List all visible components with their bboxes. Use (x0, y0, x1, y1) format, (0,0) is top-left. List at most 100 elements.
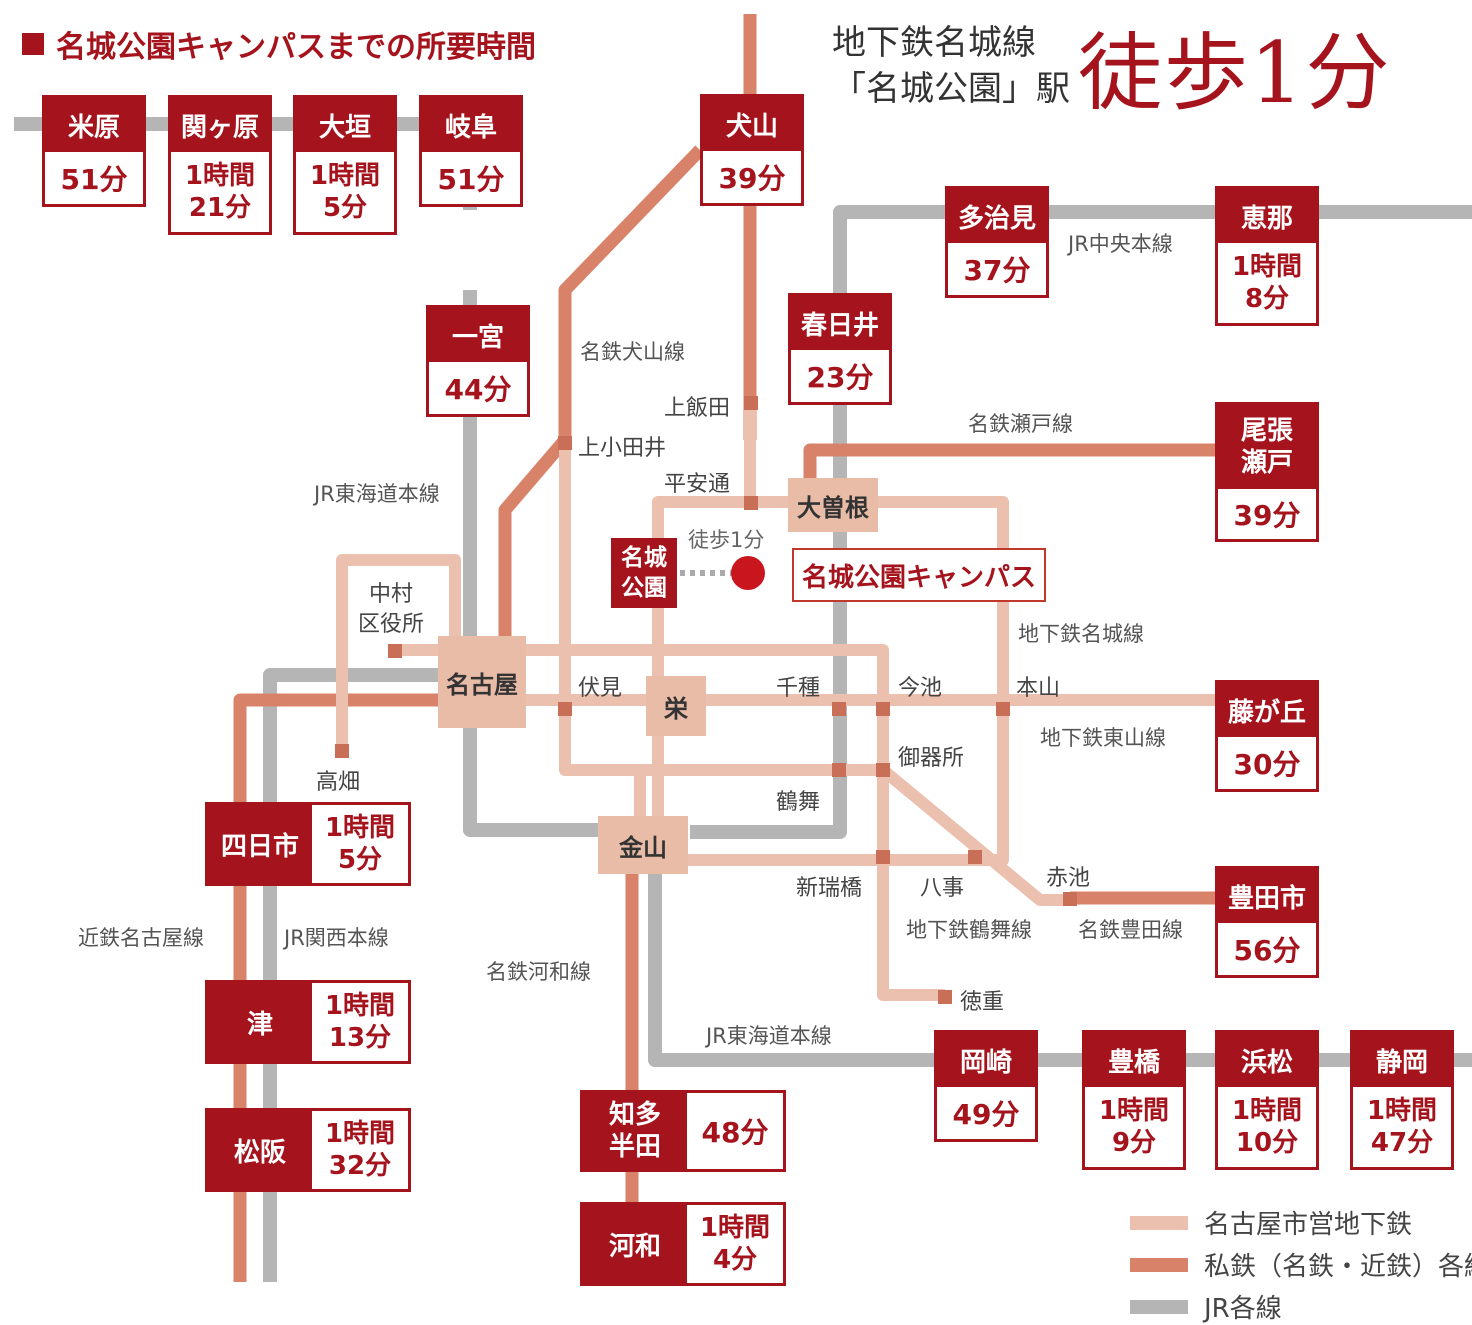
station-time-line-1: 1時間 (1366, 1096, 1438, 1126)
station-time-line-2: 4分 (712, 1245, 758, 1275)
title-square-icon (22, 33, 44, 55)
station-label-yagoto: 八事 (920, 876, 965, 901)
line-label-kintetsu-nagoya: 近鉄名古屋線 (78, 926, 204, 950)
station-name: 大垣 (296, 98, 394, 152)
station-box-fujigaoka: 藤が丘 30分 (1215, 680, 1319, 792)
station-box-maibara: 米原 51分 (42, 95, 146, 207)
station-name: 岐阜 (422, 98, 520, 152)
headline-walk-time: 徒歩1分 (1078, 24, 1392, 122)
station-time-line-2: 32分 (328, 1151, 392, 1181)
station-time-line-1: 1時間 (699, 1213, 771, 1243)
station-name: 豊橋 (1085, 1033, 1183, 1087)
station-time-line-2: 13分 (328, 1023, 392, 1053)
station-box-toyotashi: 豊田市 56分 (1215, 866, 1319, 978)
station-time-line-1: 1時間 (324, 813, 396, 843)
station-label-tsurumai: 鶴舞 (776, 790, 821, 815)
station-time-line-2: 10分 (1235, 1128, 1299, 1158)
station-time: 1時間 9分 (1085, 1087, 1183, 1167)
station-label-kamiiida: 上飯田 (664, 396, 731, 421)
walk-time-label: 徒歩1分 (688, 528, 765, 552)
jr-kansai-line (263, 668, 470, 1282)
station-label-gokiso: 御器所 (898, 746, 965, 771)
station-box-kowa: 河和 1時間 4分 (580, 1202, 786, 1286)
station-label-motoyama: 本山 (1016, 676, 1061, 701)
station-label-akaike: 赤池 (1046, 866, 1091, 891)
station-name: 一宮 (429, 308, 527, 362)
station-label-fushimi: 伏見 (578, 676, 623, 701)
station-name: 豊田市 (1218, 869, 1316, 923)
station-name: 津 (208, 983, 312, 1061)
junction-takabata (335, 744, 349, 758)
legend-label: JR各線 (1204, 1294, 1282, 1324)
station-time-line-1: 1時間 (184, 161, 256, 191)
station-time: 1時間 32分 (312, 1111, 408, 1189)
hub-ozone: 大曽根 (788, 478, 878, 532)
junction-motoyama (996, 702, 1010, 716)
station-label-nakamura-kuyakusho: 中村 区役所 (358, 582, 425, 637)
station-time-line-1: 1時間 (1231, 1096, 1303, 1126)
junction-gokiso (876, 763, 890, 777)
station-label-kamiotai: 上小田井 (578, 436, 667, 461)
station-name: 犬山 (703, 97, 801, 151)
title-text: 名城公園キャンパスまでの所要時間 (56, 30, 536, 65)
station-box-ogaki: 大垣 1時間 5分 (293, 95, 397, 235)
hub-sakae: 栄 (646, 676, 706, 736)
station-time-line-2: 5分 (322, 193, 368, 223)
station-name: 浜松 (1218, 1033, 1316, 1087)
meijo-station-line-1: 名城 (621, 545, 667, 571)
station-box-yokkaichi: 四日市 1時間 5分 (205, 802, 411, 886)
station-time: 48分 (701, 1116, 769, 1149)
station-time: 1時間 4分 (687, 1205, 783, 1283)
station-name: 四日市 (208, 805, 312, 883)
station-time: 30分 (1233, 748, 1301, 781)
line-label-jr-kansai: JR関西本線 (284, 926, 389, 950)
station-time: 49分 (952, 1098, 1020, 1131)
kintetsu-nagoya-line (233, 693, 470, 1282)
station-time: 1時間 10分 (1218, 1087, 1316, 1167)
station-time: 51分 (60, 163, 128, 196)
campus-marker (731, 556, 765, 590)
legend-swatch (1130, 1299, 1188, 1314)
station-time: 1時間 47分 (1353, 1087, 1451, 1167)
station-time: 1時間 13分 (312, 983, 408, 1061)
station-box-ichinomiya: 一宮 44分 (426, 305, 530, 417)
station-name: 松阪 (208, 1111, 312, 1189)
subway-meijo-line (652, 496, 1009, 866)
station-box-okazaki: 岡崎 49分 (934, 1030, 1038, 1142)
map-title: 名城公園キャンパスまでの所要時間 (22, 22, 536, 66)
station-box-shizuoka: 静岡 1時間 47分 (1350, 1030, 1454, 1170)
line-label-subway-higashiyama: 地下鉄東山線 (1040, 726, 1166, 750)
station-name: 河和 (583, 1205, 687, 1283)
line-label-jr-tokaido-south: JR東海道本線 (706, 1024, 832, 1048)
station-box-kasugai: 春日井 23分 (788, 293, 892, 405)
junction-tokushige (938, 990, 952, 1004)
station-time-line-1: 1時間 (1098, 1096, 1170, 1126)
station-name: 尾張 瀬戸 (1218, 405, 1316, 489)
station-label-tokushige: 徳重 (960, 990, 1005, 1015)
station-time-line-2: 8分 (1244, 284, 1290, 314)
station-label-heiando: 平安通 (664, 472, 731, 497)
junction-aratamabashi (876, 850, 890, 864)
station-time: 44分 (444, 373, 512, 406)
station-name: 春日井 (791, 296, 889, 350)
hub-nagoya: 名古屋 (438, 636, 526, 728)
station-name: 知多 半田 (583, 1093, 687, 1169)
junction-akaike (1063, 892, 1077, 906)
headline-line-2: 「名城公園」駅 (832, 69, 1070, 109)
junction-imaike (876, 702, 890, 716)
station-name: 関ヶ原 (171, 98, 269, 152)
station-box-tajimi: 多治見 37分 (945, 186, 1049, 298)
station-name: 恵那 (1218, 189, 1316, 243)
meijo-koen-station: 名城 公園 (611, 538, 677, 608)
station-box-owariseto: 尾張 瀬戸 39分 (1215, 402, 1319, 542)
station-label-chikusa: 千種 (776, 676, 821, 701)
station-name: 岡崎 (937, 1033, 1035, 1087)
legend-label: 名古屋市営地下鉄 (1204, 1210, 1413, 1240)
junction-heiando (744, 496, 758, 510)
line-label-meitetsu-inuyama: 名鉄犬山線 (580, 340, 685, 364)
headline-subtitle: 地下鉄名城線 「名城公園」駅 (832, 20, 1070, 112)
hub-kanayama: 金山 (598, 816, 688, 874)
station-time-line-2: 47分 (1370, 1128, 1434, 1158)
station-box-inuyama: 犬山 39分 (700, 94, 804, 206)
